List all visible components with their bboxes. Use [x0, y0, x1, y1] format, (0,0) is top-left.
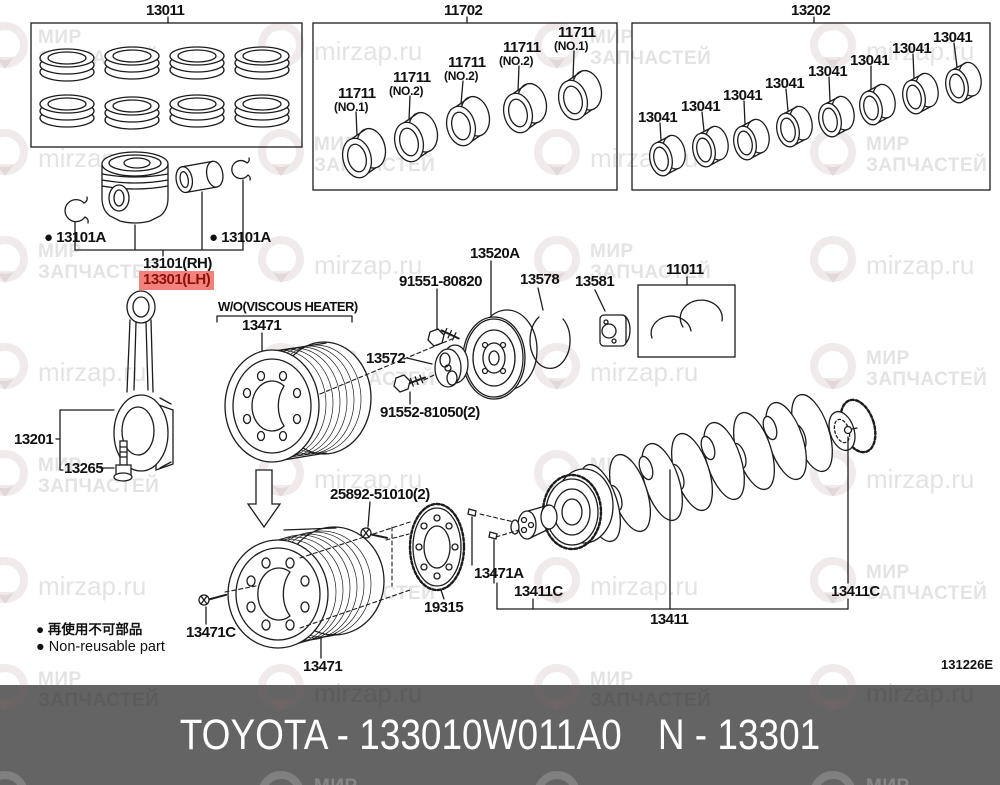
connecting-rod-drawing — [55, 290, 174, 482]
footer-figure-number: N - 13301 — [657, 710, 821, 759]
crankshaft-drawing — [510, 393, 877, 551]
crank-leaders — [467, 436, 849, 610]
bottom-pulley-drawing — [198, 501, 466, 659]
lower-bearings-drawing — [649, 42, 982, 177]
footer-bar — [0, 685, 1000, 785]
down-arrow — [246, 469, 282, 529]
timing-gear-group-drawing — [393, 260, 723, 405]
footer-caption: TOYOTA - 133010W011A0 N - 13301 — [70, 685, 930, 785]
group-boxes — [30, 16, 991, 358]
top-pulley-drawing — [216, 315, 453, 463]
footer-part-number: TOYOTA - 133010W011A0 — [179, 710, 622, 759]
piston-drawing — [64, 151, 251, 257]
upper-bearings-drawing — [341, 50, 603, 179]
piston-ring-sets-drawing — [39, 46, 290, 130]
